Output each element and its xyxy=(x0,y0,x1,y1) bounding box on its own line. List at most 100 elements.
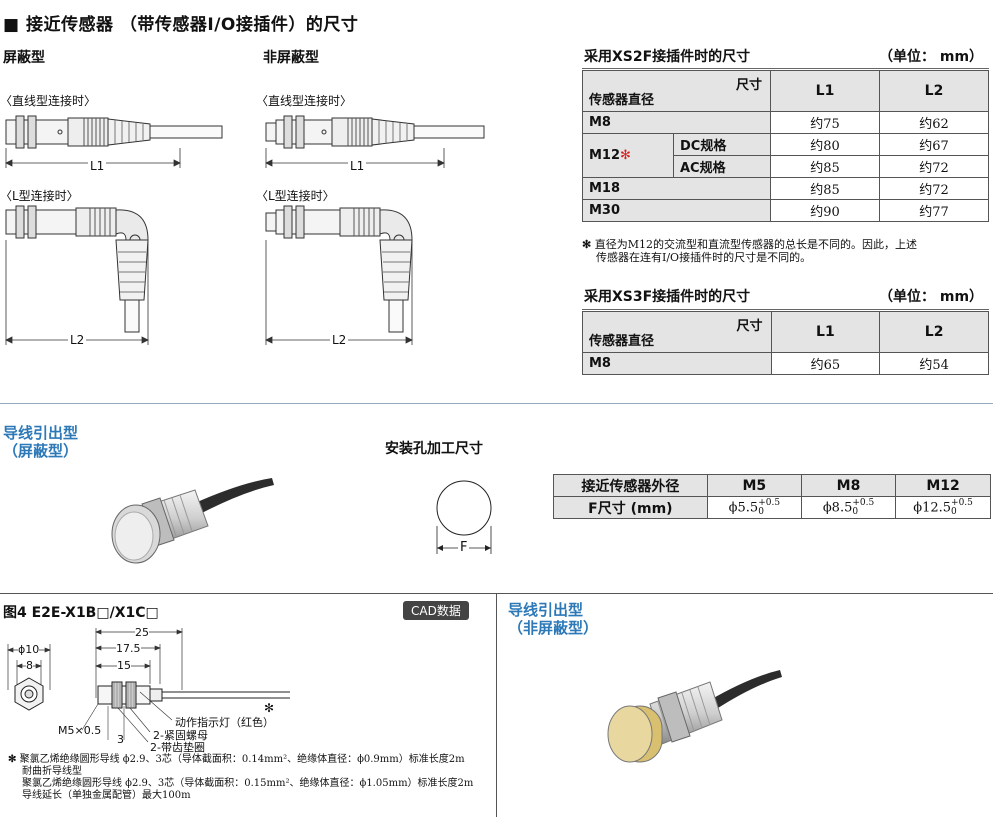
mount-row-label: F尺寸 (mm) xyxy=(553,496,708,519)
tol-upper: +0.5 xyxy=(852,497,875,508)
row-l2: 约72 xyxy=(879,177,989,200)
xs3f-col-l1: L1 xyxy=(770,311,881,353)
fig4-callout-washer: 2-带齿垫圈 xyxy=(150,741,205,754)
shielded-label: 屏蔽型 xyxy=(3,50,45,66)
unshielded-straight-drawing xyxy=(265,115,485,168)
fig4-callout-indicator: 动作指示灯（红色） xyxy=(175,716,274,729)
lead-shielded-line2: （屏蔽型） xyxy=(3,442,79,460)
mount-hole-dim-f: F xyxy=(458,540,470,555)
tol-lower: 0 xyxy=(758,506,764,517)
section-divider xyxy=(0,403,993,404)
cad-data-button[interactable]: CAD数据 xyxy=(403,601,469,620)
xs2f-top-rule xyxy=(582,68,989,69)
tol-upper: +0.5 xyxy=(758,497,781,508)
xs2f-title: 采用XS2F接插件时的尺寸 xyxy=(584,49,751,65)
table-row: M12✻ DC规格 约80 约67 xyxy=(582,133,989,178)
lead-unshielded-heading: 导线引出型 （非屏蔽型） xyxy=(508,601,598,637)
xs2f-table: 尺寸 传感器直径 L1 L2 M8 约75 约62 M12✻ DC规格 约80 … xyxy=(582,70,989,222)
unshielded-l-caption: 〈L型连接时〉 xyxy=(256,189,335,203)
mount-col-m8: M8 xyxy=(800,474,897,497)
row-name: M30 xyxy=(582,199,771,222)
mount-hole-drawing xyxy=(436,480,492,554)
fig4-note-2: 耐曲折导线型 xyxy=(22,766,82,777)
xs3f-top-rule xyxy=(582,309,989,310)
shielded-straight-drawing xyxy=(5,115,223,168)
unshielded-straight-caption: 〈直线型连接时〉 xyxy=(256,94,353,108)
unshielded-l2-dim: L2 xyxy=(330,333,349,347)
fig4-callout-mark: ✻ xyxy=(264,701,275,715)
xs2f-unit: （单位： mm） xyxy=(879,49,984,65)
xs3f-col-l2: L2 xyxy=(879,311,989,353)
row-l1: 约85 xyxy=(770,177,880,200)
page-title: ■ 接近传感器 （带传感器I/O接插件）的尺寸 xyxy=(3,15,359,35)
unshielded-l1-dim: L1 xyxy=(348,159,367,173)
xs3f-corner-bottom: 传感器直径 xyxy=(589,334,655,349)
bottom-section-divider xyxy=(496,593,497,817)
value-base: ϕ12.5 xyxy=(913,500,952,515)
xs2f-col-l1: L1 xyxy=(770,70,880,112)
fig4-dim-3: 3 xyxy=(117,733,124,746)
xs3f-unit: （单位： mm） xyxy=(879,289,984,305)
table-row: M8 约75 约62 xyxy=(582,111,989,134)
row-l2: 约54 xyxy=(879,352,989,375)
shielded-l-drawing xyxy=(5,205,149,345)
fig4-dim-m5: M5×0.5 xyxy=(58,724,102,737)
fig4-dim-17-5: 17.5 xyxy=(116,642,141,655)
fig4-note-mark: ✻ xyxy=(8,754,17,765)
mount-col-0: 接近传感器外径 xyxy=(553,474,708,497)
tol-lower: 0 xyxy=(951,506,957,517)
fig4-notes: ✻ 聚氯乙烯绝缘圆形导线 ϕ2.9、3芯（导体截面积：0.14mm²、绝缘体直径… xyxy=(8,754,496,802)
xs2f-note-line2: 传感器在连有I/O接插件时的尺寸是不同的。 xyxy=(596,251,812,264)
value-base: ϕ8.5 xyxy=(822,500,853,515)
lead-unshielded-sensor-image xyxy=(607,670,782,763)
row-l1: 约85 xyxy=(770,155,880,178)
lead-unshielded-line1: 导线引出型 xyxy=(508,601,584,619)
fig4-callout-nut: 2-紧固螺母 xyxy=(153,729,208,742)
row-name: M18 xyxy=(582,177,771,200)
m12-note-mark: ✻ xyxy=(620,148,631,163)
xs2f-note: ✻ 直径为M12的交流型和直流型传感器的总长是不同的。因此，上述 传感器在连有I… xyxy=(582,238,990,264)
xs2f-corner-top: 尺寸 xyxy=(735,78,762,93)
fig4-dim-phi10: ϕ10 xyxy=(18,643,40,656)
row-l2: 约67 xyxy=(879,133,989,156)
value-base: ϕ5.5 xyxy=(728,500,759,515)
xs2f-col-l2: L2 xyxy=(879,70,989,112)
shielded-l-caption: 〈L型连接时〉 xyxy=(0,189,79,203)
fig4-note-4: 导线延长（单独金属配管）最大100m xyxy=(22,790,191,801)
lead-shielded-heading: 导线引出型 （屏蔽型） xyxy=(3,424,78,460)
fig4-note-1: 聚氯乙烯绝缘圆形导线 ϕ2.9、3芯（导体截面积：0.14mm²、绝缘体直径：ϕ… xyxy=(19,754,465,765)
fig4-drawing xyxy=(7,628,290,743)
shielded-l1-dim: L1 xyxy=(88,159,107,173)
lead-shielded-line1: 导线引出型 xyxy=(3,424,79,442)
table-row: M30 约90 约77 xyxy=(582,199,989,222)
row-l1: 约65 xyxy=(770,352,881,375)
unshielded-l-drawing xyxy=(265,205,413,345)
mount-hole-title: 安装孔加工尺寸 xyxy=(385,441,483,457)
row-l2: 约77 xyxy=(879,199,989,222)
m12-label: M12 xyxy=(589,148,621,163)
tol-upper: +0.5 xyxy=(951,497,973,508)
fig4-title: 图4 E2E-X1B□/X1C□ xyxy=(3,605,159,621)
xs2f-corner-cell: 尺寸 传感器直径 xyxy=(582,70,771,112)
xs3f-table: 尺寸 传感器直径 L1 L2 M8 约65 约54 xyxy=(582,311,989,375)
fig4-dim-8: 8 xyxy=(26,659,33,672)
xs2f-note-mark: ✻ xyxy=(582,238,592,251)
row-name-m12: M12✻ xyxy=(582,133,674,178)
row-l1: 约90 xyxy=(770,199,880,222)
lead-shielded-sensor-image xyxy=(111,478,274,564)
mount-col-m12: M12 xyxy=(895,474,991,497)
unshielded-label: 非屏蔽型 xyxy=(263,50,319,66)
fig4-note-3: 聚氯乙烯绝缘圆形导线 ϕ2.9、3芯（导体截面积：0.15mm²、绝缘体直径：ϕ… xyxy=(22,778,474,789)
row-sub: DC规格 xyxy=(673,133,771,156)
row-name: M8 xyxy=(582,111,771,134)
xs2f-note-line1: 直径为M12的交流型和直流型传感器的总长是不同的。因此，上述 xyxy=(594,238,917,251)
xs2f-corner-bottom: 传感器直径 xyxy=(589,93,655,108)
table-row: M8 约65 约54 xyxy=(582,352,989,375)
table-row: AC规格 约85 约72 xyxy=(583,155,989,178)
mount-col-m5: M5 xyxy=(706,474,802,497)
lead-unshielded-line2: （非屏蔽型） xyxy=(508,619,599,637)
